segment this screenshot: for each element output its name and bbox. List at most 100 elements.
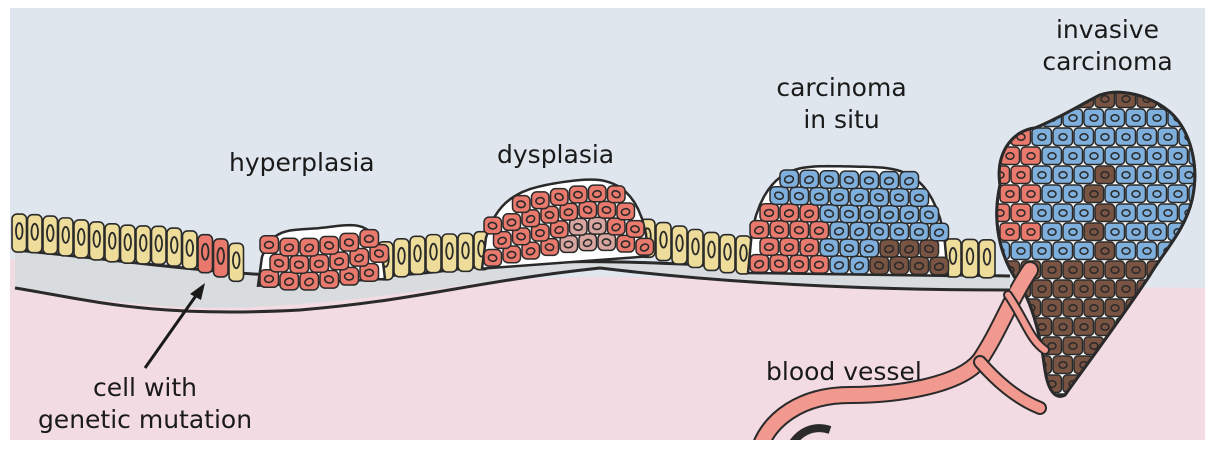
invasive-cell — [1137, 128, 1157, 146]
dysplasia-cell — [636, 238, 654, 255]
carcinoma-in-situ-cell — [770, 187, 789, 205]
carcinoma-in-situ-cell — [900, 240, 919, 258]
label-invasive-line1: invasive — [1025, 14, 1190, 46]
carcinoma-in-situ-cell — [800, 238, 819, 256]
hyperplasia-cell — [280, 272, 299, 290]
invasive-cell — [1095, 242, 1115, 260]
invasive-cell — [1137, 204, 1157, 222]
invasive-cell — [1032, 280, 1052, 298]
mutated-cell — [214, 239, 229, 277]
carcinoma-in-situ-cell — [820, 239, 839, 257]
invasive-cell — [1116, 166, 1136, 184]
invasive-cell — [1053, 318, 1073, 336]
carcinoma-in-situ-cell — [880, 206, 899, 224]
invasive-cell — [1095, 128, 1115, 146]
normal-cell — [28, 215, 43, 253]
invasive-cell — [1074, 242, 1094, 260]
carcinoma-in-situ-cell — [810, 188, 829, 206]
normal-cell — [105, 224, 120, 262]
invasive-cell — [1126, 261, 1146, 279]
hyperplasia-cell — [300, 238, 319, 256]
carcinoma-in-situ-cell — [900, 206, 919, 224]
invasive-cell — [1105, 261, 1125, 279]
invasive-cell — [1137, 242, 1157, 260]
invasive-cell — [1126, 185, 1146, 203]
normal-cell — [672, 226, 687, 264]
invasive-cell — [1021, 223, 1041, 241]
invasive-cell — [1116, 128, 1136, 146]
invasive-cell — [1063, 337, 1083, 355]
label-hyperplasia: hyperplasia — [229, 147, 375, 179]
normal-cell — [152, 226, 167, 264]
hyperplasia-cell — [270, 254, 289, 272]
invasive-cell — [1116, 280, 1136, 298]
invasive-cell — [1158, 204, 1178, 222]
invasive-cell — [1084, 299, 1104, 317]
carcinoma-in-situ-cell — [750, 255, 769, 273]
normal-cell — [442, 234, 457, 272]
carcinoma-in-situ-cell — [890, 223, 909, 241]
carcinoma-in-situ-cell — [840, 171, 859, 189]
dysplasia-cell — [503, 214, 521, 231]
invasive-cell — [1074, 128, 1094, 146]
normal-cell — [121, 225, 136, 263]
normal-cell — [458, 233, 473, 271]
dysplasia-cell — [589, 217, 607, 234]
invasive-cell — [1105, 109, 1125, 127]
invasive-cell — [1053, 204, 1073, 222]
invasive-cell — [1147, 185, 1167, 203]
invasive-cell — [1158, 166, 1178, 184]
dysplasia-cell — [484, 217, 502, 234]
invasive-cell — [1168, 185, 1188, 203]
invasive-cell — [1053, 128, 1073, 146]
invasive-cell — [1032, 128, 1052, 146]
label-invasive-carcinoma: invasive carcinoma — [1025, 14, 1190, 78]
normal-cell — [43, 216, 58, 254]
dysplasia-cell — [608, 186, 626, 203]
normal-cell — [167, 228, 182, 266]
carcinoma-in-situ-cell — [880, 172, 899, 190]
carcinoma-in-situ-cell — [860, 205, 879, 223]
dysplasia-cell — [513, 196, 531, 213]
carcinoma-in-situ-cell — [850, 256, 869, 274]
label-cell-with-genetic-mutation: cell with genetic mutation — [20, 372, 270, 436]
hyperplasia-cluster — [258, 225, 389, 290]
carcinoma-in-situ-cell — [760, 238, 779, 256]
carcinoma-in-situ-cell — [910, 257, 929, 275]
invasive-cell — [1063, 147, 1083, 165]
hyperplasia-cell — [260, 236, 279, 254]
invasive-cell — [1105, 223, 1125, 241]
carcinoma-in-situ-cell — [910, 223, 929, 241]
carcinoma-in-situ-cell — [810, 222, 829, 240]
invasive-cell — [1042, 299, 1062, 317]
invasive-cell — [1053, 242, 1073, 260]
carcinoma-in-situ-cell — [800, 170, 819, 188]
invasive-cell — [1137, 166, 1157, 184]
invasive-cell — [1074, 318, 1094, 336]
label-invasive-line2: carcinoma — [1025, 46, 1190, 78]
carcinoma-in-situ-cell — [770, 221, 789, 239]
invasive-cell — [1011, 166, 1031, 184]
dysplasia-cell — [532, 192, 550, 209]
invasive-cell — [1053, 166, 1073, 184]
carcinoma-in-situ-cell — [850, 222, 869, 240]
carcinoma-in-situ-cell — [860, 171, 879, 189]
carcinoma-in-situ-cell — [780, 238, 799, 256]
dysplasia-cell — [579, 202, 597, 219]
invasive-cell — [1042, 147, 1062, 165]
invasive-cell — [1074, 166, 1094, 184]
normal-cell — [229, 243, 244, 281]
invasive-cell — [1063, 185, 1083, 203]
invasive-cell — [1042, 261, 1062, 279]
invasive-cell — [1095, 166, 1115, 184]
normal-cell — [410, 236, 425, 274]
carcinoma-in-situ-cell — [890, 257, 909, 275]
invasive-cell — [1095, 204, 1115, 222]
carcinoma-in-situ-cell — [900, 172, 919, 190]
invasive-cell — [1032, 204, 1052, 222]
invasive-cell — [1084, 261, 1104, 279]
hyperplasia-cell — [360, 230, 379, 248]
invasive-cell — [1063, 261, 1083, 279]
dysplasia-cell — [598, 201, 616, 218]
